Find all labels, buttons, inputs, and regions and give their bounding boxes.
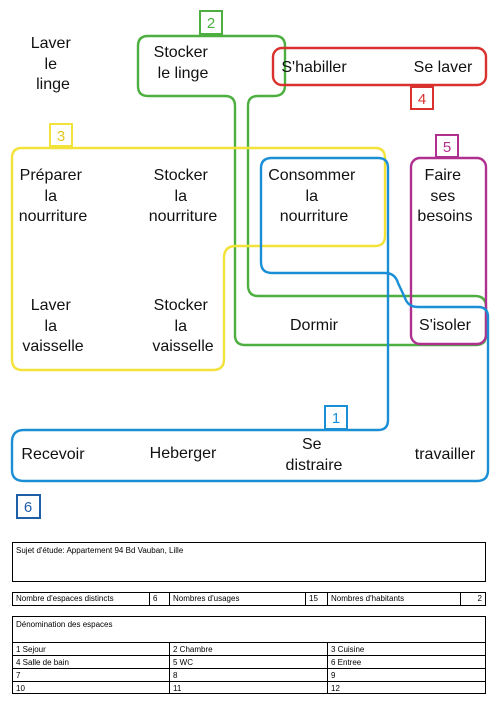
space-cell: 6 Entree	[328, 655, 485, 668]
activity-stocker-nourriture: Stocker la nourriture	[149, 167, 218, 225]
group-5-number-box	[435, 134, 459, 158]
space-cell: 2 Chambre	[170, 642, 328, 655]
group-3-number: 3	[57, 128, 65, 145]
group-1-number-box	[324, 405, 348, 430]
espaces-label: Nombre d'espaces distincts	[13, 593, 150, 605]
group-1-number: 1	[332, 410, 340, 427]
group-6-number-box	[16, 494, 41, 519]
group-6-number: 6	[24, 499, 32, 516]
space-cell: 10	[13, 681, 170, 694]
group-4-outline	[271, 46, 488, 87]
spaces-title: Dénomination des espaces	[16, 620, 113, 629]
activity-recevoir: Recevoir	[21, 446, 85, 463]
activity-faire-besoins: Faire ses besoins	[417, 167, 472, 225]
habitants-value: 2	[477, 594, 482, 603]
group-4-number: 4	[418, 91, 426, 108]
space-cell: 4 Salle de bain	[13, 655, 170, 668]
activity-preparer-nourriture: Préparer la nourriture	[19, 167, 88, 225]
group-5-number: 5	[443, 139, 451, 156]
usages-value: 15	[306, 593, 328, 605]
activity-shabiller: S'habiller	[281, 59, 347, 76]
space-cell: 8	[170, 668, 328, 681]
activity-diagram: 2 4 3 5 1 6 Laver le linge Stocker le li…	[10, 10, 490, 519]
space-cell: 3 Cuisine	[328, 642, 485, 655]
espaces-value: 6	[150, 593, 170, 605]
activity-dormir: Dormir	[290, 317, 339, 334]
spaces-table: Dénomination des espaces 1 Sejour 2 Cham…	[12, 616, 486, 694]
activity-laver-linge: Laver le linge	[31, 35, 75, 93]
group-4-number-box	[410, 86, 434, 110]
subject-text: Sujet d'étude: Appartement 94 Bd Vauban,…	[16, 546, 184, 555]
space-cell: 7	[13, 668, 170, 681]
space-cell: 11	[170, 681, 328, 694]
space-cell: 9	[328, 668, 485, 681]
activity-se-laver: Se laver	[414, 59, 473, 76]
habitants-label: Nombres d'habitants	[328, 593, 461, 605]
group-2-number-box	[199, 10, 223, 35]
space-cell: 5 WC	[170, 655, 328, 668]
space-cell: 12	[328, 681, 485, 694]
usages-label: Nombres d'usages	[170, 593, 306, 605]
subject-box: Sujet d'étude: Appartement 94 Bd Vauban,…	[12, 542, 486, 582]
space-cell: 1 Sejour	[13, 642, 170, 655]
activity-consommer-nourriture: Consommer la nourriture	[268, 167, 360, 225]
activity-heberger: Heberger	[150, 445, 217, 462]
activity-stocker-vaisselle: Stocker la vaisselle	[152, 297, 213, 355]
counts-table: Nombre d'espaces distincts 6 Nombres d'u…	[12, 592, 486, 606]
activity-sisoler: S'isoler	[419, 317, 472, 334]
group-3-outline	[10, 146, 387, 372]
activity-laver-vaisselle: Laver la vaisselle	[22, 297, 83, 355]
activity-stocker-linge: Stocker le linge	[154, 44, 213, 82]
group-3-number-box	[49, 123, 73, 147]
activity-se-distraire: Se distraire	[286, 436, 343, 474]
group-2-number: 2	[207, 15, 215, 32]
group-1-outline	[10, 156, 490, 483]
activity-travailler: travailler	[415, 446, 476, 463]
